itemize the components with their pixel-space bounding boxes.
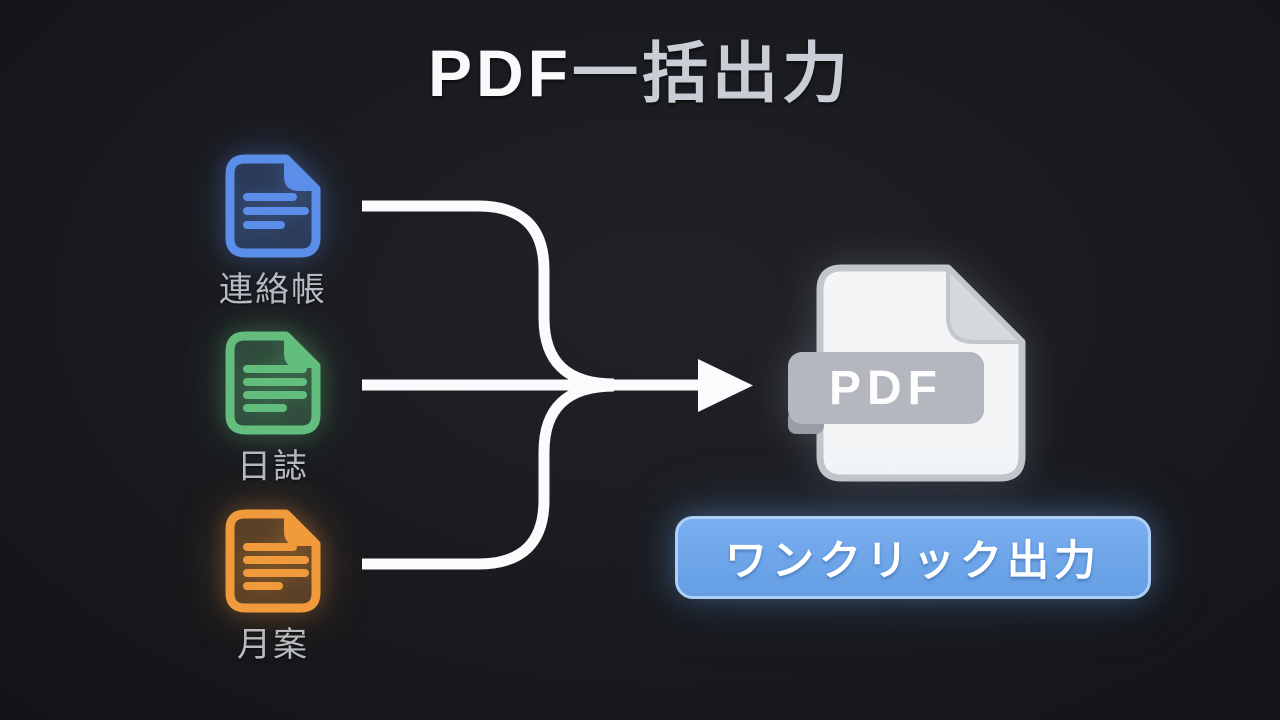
page-title: PDF一括出力 bbox=[0, 36, 1280, 112]
arrow-bottom bbox=[362, 380, 615, 570]
title-rest: 一括出力 bbox=[572, 36, 852, 110]
export-button-label: ワンクリック出力 bbox=[724, 537, 1101, 584]
pdf-badge-label: PDF bbox=[829, 362, 943, 415]
arrowhead-icon bbox=[698, 359, 753, 412]
title-pdf: PDF bbox=[428, 36, 572, 110]
source-label: 連絡帳 bbox=[219, 271, 327, 309]
source-item-getsuan: 月案 bbox=[193, 509, 353, 666]
source-label: 月案 bbox=[237, 626, 309, 664]
document-icon bbox=[225, 331, 321, 435]
document-icon bbox=[225, 509, 321, 613]
pdf-file-icon: PDF bbox=[788, 264, 1026, 482]
one-click-export-button[interactable]: ワンクリック出力 bbox=[675, 516, 1151, 599]
source-label: 日誌 bbox=[237, 448, 309, 486]
source-item-nisshi: 日誌 bbox=[193, 331, 353, 488]
arrow-top bbox=[362, 200, 615, 390]
document-icon bbox=[225, 154, 321, 258]
source-item-renrakucho: 連絡帳 bbox=[193, 154, 353, 311]
